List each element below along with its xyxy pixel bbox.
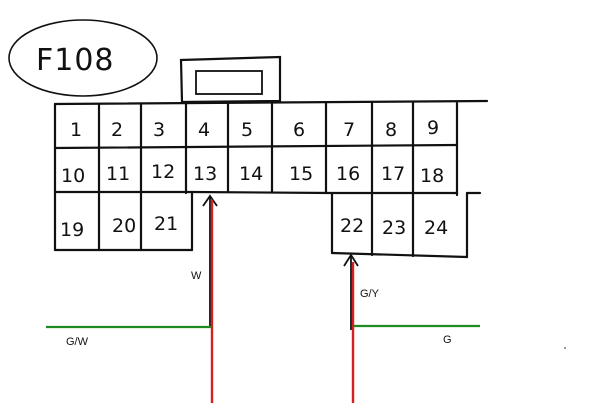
pin-2: 2 <box>111 119 123 141</box>
stray-mark <box>563 346 567 350</box>
pin-numbers: 1 2 3 4 5 6 7 8 9 10 11 12 13 14 15 16 1… <box>60 117 448 241</box>
pin-10: 10 <box>61 165 85 187</box>
pin-20: 20 <box>112 215 136 237</box>
pin-18: 18 <box>420 165 444 187</box>
connector-id: F108 <box>36 43 115 78</box>
pin-12: 12 <box>151 161 175 183</box>
pin-8: 8 <box>385 119 397 141</box>
pin-19: 19 <box>60 219 84 241</box>
pin-24: 24 <box>424 217 448 239</box>
pin-11: 11 <box>106 163 130 185</box>
pin-17: 17 <box>381 163 405 185</box>
wire-label-w: W <box>191 270 202 282</box>
connector-latch <box>179 55 282 104</box>
pin-3: 3 <box>153 119 165 141</box>
pin-13: 13 <box>193 163 217 185</box>
wire-label-g-y: G/Y <box>360 288 380 300</box>
pin-4: 4 <box>198 119 210 141</box>
pin-23: 23 <box>382 217 406 239</box>
pin-7: 7 <box>343 119 355 141</box>
wire-label-g-w: G/W <box>66 336 89 348</box>
pin-21: 21 <box>154 213 178 235</box>
wire-label-g: G <box>443 334 452 346</box>
pin-22: 22 <box>340 215 364 237</box>
pin-5: 5 <box>241 119 253 141</box>
pin-13-arrow <box>202 194 218 328</box>
title-oval <box>8 19 158 97</box>
pin-22-arrow <box>343 253 359 330</box>
pin-6: 6 <box>293 119 305 141</box>
pin-15: 15 <box>289 163 313 185</box>
pin-14: 14 <box>239 163 263 185</box>
connector-body <box>53 99 489 259</box>
pin-9: 9 <box>427 117 439 139</box>
pin-1: 1 <box>70 119 82 141</box>
pin-16: 16 <box>336 163 360 185</box>
